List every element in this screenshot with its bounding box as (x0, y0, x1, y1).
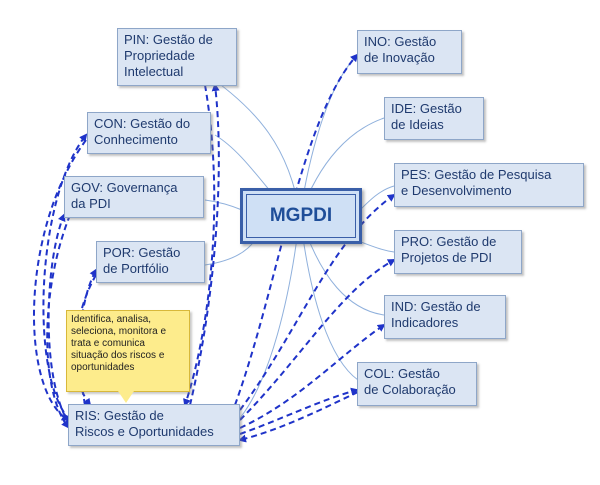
node-pes-line2: e Desenvolvimento (401, 183, 512, 198)
node-ind-line1: IND: Gestão de (391, 299, 481, 314)
node-ris[interactable]: RIS: Gestão de Riscos e Oportunidades (68, 404, 240, 446)
note-line4: situação dos riscos e (71, 350, 165, 361)
note-line5: oportunidades (71, 362, 135, 373)
node-pin-line3: Intelectual (124, 64, 184, 79)
node-col-line2: de Colaboração (364, 382, 456, 397)
arrow-ris-por (78, 268, 97, 406)
node-ind[interactable]: IND: Gestão de Indicadores (384, 295, 506, 339)
link-center-gov (204, 199, 243, 211)
node-gov-line2: da PDI (71, 196, 111, 211)
note-line3: trata e comunica (71, 338, 145, 349)
arrow-ris-con (42, 133, 88, 421)
node-pro-line2: Projetos de PDI (401, 250, 493, 265)
node-pin-line1: PIN: Gestão de (124, 32, 213, 47)
link-center-pes (359, 185, 395, 211)
node-por-line2: de Portfólio (103, 261, 169, 276)
node-ide-line2: de Ideias (391, 117, 444, 132)
arrow-col-ris (238, 391, 359, 443)
node-ino[interactable]: INO: Gestão de Inovação (357, 30, 462, 74)
node-ide[interactable]: IDE: Gestão de Ideias (384, 97, 484, 140)
arrow-ris-ind (239, 323, 386, 429)
note-line1: Identifica, analisa, (71, 314, 152, 325)
node-pes-line1: PES: Gestão de Pesquisa (401, 167, 552, 182)
node-ino-line2: de Inovação (364, 50, 435, 65)
node-pes[interactable]: PES: Gestão de Pesquisa e Desenvolviment… (394, 163, 584, 207)
node-pro-line1: PRO: Gestão de (401, 234, 497, 249)
node-pin-line2: Propriedade (124, 48, 195, 63)
node-con[interactable]: CON: Gestão do Conhecimento (87, 112, 211, 154)
arrow-ris-gov (47, 213, 71, 426)
node-ris-line2: Riscos e Oportunidades (75, 424, 214, 439)
node-pro[interactable]: PRO: Gestão de Projetos de PDI (394, 230, 522, 274)
ris-callout-note: Identifica, analisa, seleciona, monitora… (66, 310, 190, 392)
node-ino-line1: INO: Gestão (364, 34, 437, 49)
center-node-label: MGPDI (246, 194, 356, 238)
node-gov[interactable]: GOV: Governança da PDI (64, 176, 204, 218)
arrow-ris-pes (239, 193, 396, 411)
node-ris-line1: RIS: Gestão de (75, 408, 164, 423)
arrow-ris-col (239, 387, 359, 435)
node-pin[interactable]: PIN: Gestão de Propriedade Intelectual (117, 28, 237, 86)
node-col-line1: COL: Gestão (364, 366, 440, 381)
arrow-gov-ris (46, 214, 71, 429)
arrow-con-ris (33, 139, 87, 422)
arrow-ris-pin (189, 83, 220, 406)
arrow-pin-ris (183, 84, 216, 407)
center-node-mgpdi[interactable]: MGPDI (240, 188, 362, 244)
callout-pointer (118, 391, 134, 403)
node-con-line1: CON: Gestão do (94, 116, 191, 131)
node-con-line2: Conhecimento (94, 132, 178, 147)
node-ind-line2: Indicadores (391, 315, 459, 330)
node-gov-line1: GOV: Governança (71, 180, 178, 195)
node-por-line1: POR: Gestão (103, 245, 181, 260)
link-center-ris (239, 214, 301, 419)
link-center-col (299, 214, 359, 381)
arrow-ris-pro (239, 259, 396, 421)
node-ide-line1: IDE: Gestão (391, 101, 462, 116)
node-col[interactable]: COL: Gestão de Colaboração (357, 362, 477, 406)
node-por[interactable]: POR: Gestão de Portfólio (96, 241, 205, 283)
note-line2: seleciona, monitora e (71, 326, 167, 337)
